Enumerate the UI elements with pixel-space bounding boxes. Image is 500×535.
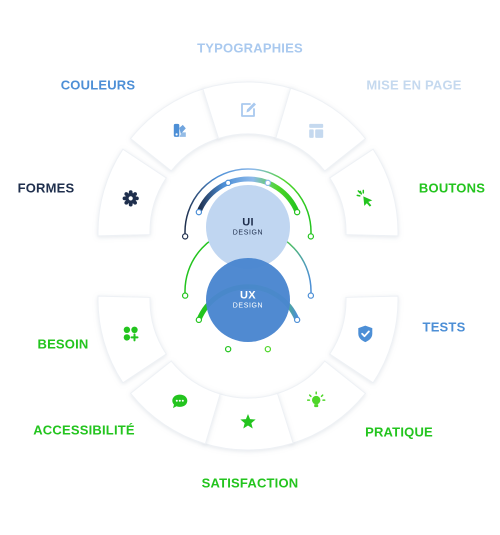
ux-arc-dot-3 bbox=[264, 345, 272, 353]
ui-arc-dot-left bbox=[181, 233, 189, 240]
label-pratique: PRATIQUE bbox=[365, 424, 433, 440]
ui-thin-arc bbox=[184, 168, 312, 237]
ux-segment-5 bbox=[97, 295, 167, 384]
ui-arc-dot-1 bbox=[195, 208, 203, 216]
ui-arc-dot-2 bbox=[224, 179, 232, 187]
ux-arc-dot-left bbox=[181, 292, 189, 299]
label-mise-en-page: MISE EN PAGE bbox=[366, 77, 462, 93]
label-typographies: TYPOGRAPHIES bbox=[197, 40, 303, 56]
ui-circle-text: UI DESIGN bbox=[233, 217, 263, 238]
apps-add-icon bbox=[123, 326, 139, 342]
ux-arc-dot-4 bbox=[293, 316, 301, 324]
cursor-click-icon bbox=[356, 189, 373, 207]
label-accessibilite: ACCESSIBILITÉ bbox=[33, 422, 135, 438]
gear-icon bbox=[122, 190, 139, 207]
edit-icon bbox=[241, 102, 256, 117]
ux-circle-text: UX DESIGN bbox=[233, 290, 263, 311]
label-tests: TESTS bbox=[422, 319, 466, 335]
ux-title: UX bbox=[240, 289, 256, 302]
layout-icon bbox=[309, 123, 324, 138]
label-besoin: BESOIN bbox=[37, 336, 89, 352]
label-formes: FORMES bbox=[17, 180, 75, 196]
label-boutons: BOUTONS bbox=[418, 180, 486, 196]
ui-title: UI bbox=[242, 216, 254, 229]
ui-arc-dot-right bbox=[307, 233, 315, 240]
lightbulb-icon bbox=[306, 391, 326, 408]
ux-subtitle: DESIGN bbox=[232, 302, 264, 310]
ui-arc-dot-4 bbox=[293, 208, 301, 216]
shield-check-icon bbox=[358, 325, 373, 343]
ui-circle bbox=[206, 185, 290, 269]
ui-thick-arc bbox=[196, 176, 300, 215]
ux-arc-dot-right bbox=[307, 292, 315, 299]
label-satisfaction: SATISFACTION bbox=[201, 475, 299, 491]
ux-arc-dot-2 bbox=[224, 345, 232, 353]
palette-icon bbox=[173, 123, 186, 137]
star-icon bbox=[240, 414, 256, 429]
ux-circle bbox=[206, 258, 290, 342]
ux-arc-dot-1 bbox=[195, 316, 203, 324]
label-couleurs: COULEURS bbox=[60, 77, 136, 93]
chat-icon bbox=[172, 394, 188, 409]
ui-subtitle: DESIGN bbox=[232, 229, 264, 237]
ui-arc-dot-3 bbox=[264, 179, 272, 187]
